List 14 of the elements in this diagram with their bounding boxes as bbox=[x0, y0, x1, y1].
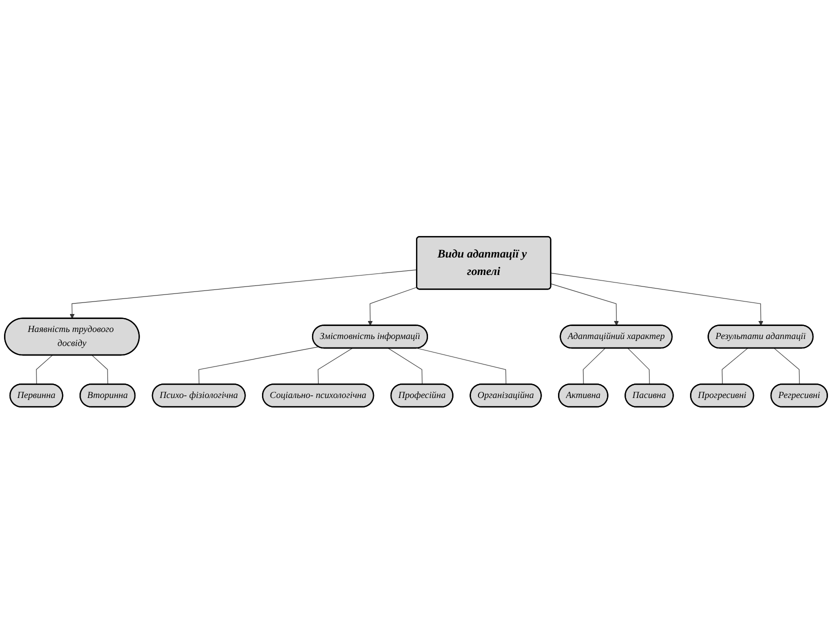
connector bbox=[628, 348, 650, 385]
connector bbox=[416, 348, 506, 385]
connector bbox=[92, 355, 108, 385]
arrow bbox=[550, 273, 764, 326]
connector bbox=[388, 348, 422, 385]
connector bbox=[722, 348, 748, 385]
connector bbox=[582, 348, 606, 385]
arrow bbox=[70, 270, 418, 320]
connector bbox=[198, 346, 319, 385]
connector bbox=[318, 348, 353, 385]
connector bbox=[36, 355, 53, 385]
connector bbox=[774, 348, 800, 385]
arrow bbox=[368, 287, 418, 326]
arrow bbox=[550, 284, 619, 326]
